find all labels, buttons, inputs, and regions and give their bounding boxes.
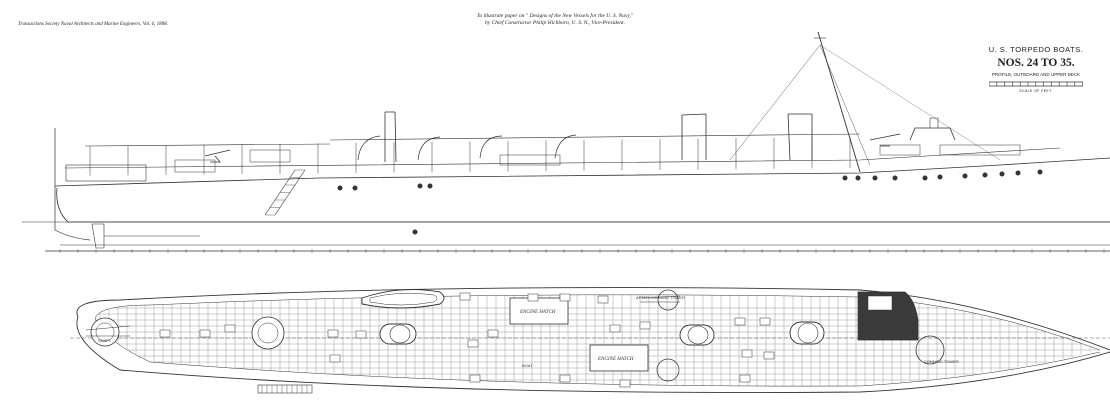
deck-fittings <box>159 292 775 388</box>
funnel-3 <box>787 113 813 161</box>
funnel-plan-3 <box>789 321 825 345</box>
hull-bottom <box>56 187 1110 223</box>
rail-stanchions <box>89 136 851 176</box>
boat-label: BOAT <box>522 363 533 368</box>
scale-label: SCALE OF FEET. <box>1019 89 1053 93</box>
engine-hatch-1 <box>509 297 569 325</box>
title-block: U. S. TORPEDO BOATS. NOS. 24 TO 35. PROF… <box>976 45 1096 93</box>
conning-tower-profile <box>909 127 956 141</box>
funnel-1 <box>384 111 397 163</box>
gun-fore <box>869 133 901 147</box>
gun-aft <box>204 149 231 163</box>
shaft-label: SHAFT <box>98 338 112 343</box>
title-line-3: PROFILE, OUTBOARD AND UPPER DECK <box>991 72 1081 77</box>
funnel-plan-1 <box>379 323 417 345</box>
mast-stay-fore <box>819 44 871 166</box>
portholes <box>337 169 1043 235</box>
engine-hatch-2-label: ENGINE HATCH <box>597 357 634 362</box>
caption-line-2: by Chief Constructor Philip Hichborn, U.… <box>485 20 625 26</box>
profile-view <box>22 31 1110 253</box>
plan-view <box>70 287 1110 394</box>
rudder <box>91 223 105 249</box>
rail-line <box>64 147 1061 169</box>
after-conning-tower-label: AFTER CONNING TOWER <box>636 295 685 300</box>
base-ticks <box>59 249 1105 253</box>
engine-hatch-1-label: ENGINE HATCH <box>519 310 556 315</box>
deck-sheer-line <box>54 157 1110 187</box>
engine-hatch-2 <box>589 344 649 372</box>
mast-stay-aft <box>729 44 821 161</box>
title-line-1: U. S. TORPEDO BOATS. <box>988 45 1084 54</box>
mast <box>817 31 861 173</box>
mast-stay-long <box>819 44 1001 161</box>
scale-bar <box>989 81 1083 87</box>
plan-hull-outline <box>76 287 1110 393</box>
caption-line-1: To illustrate paper on " Designs of the … <box>476 13 634 19</box>
proceedings-note: Transactions Society Naval Architects an… <box>18 22 168 27</box>
funnel-2 <box>681 113 707 160</box>
title-line-2: NOS. 24 TO 35. <box>997 57 1075 69</box>
conning-tower-label: CONNING TOWER <box>924 359 959 364</box>
stern-post <box>54 128 91 241</box>
stern-grating <box>257 384 313 394</box>
funnel-plan-2 <box>679 324 715 346</box>
